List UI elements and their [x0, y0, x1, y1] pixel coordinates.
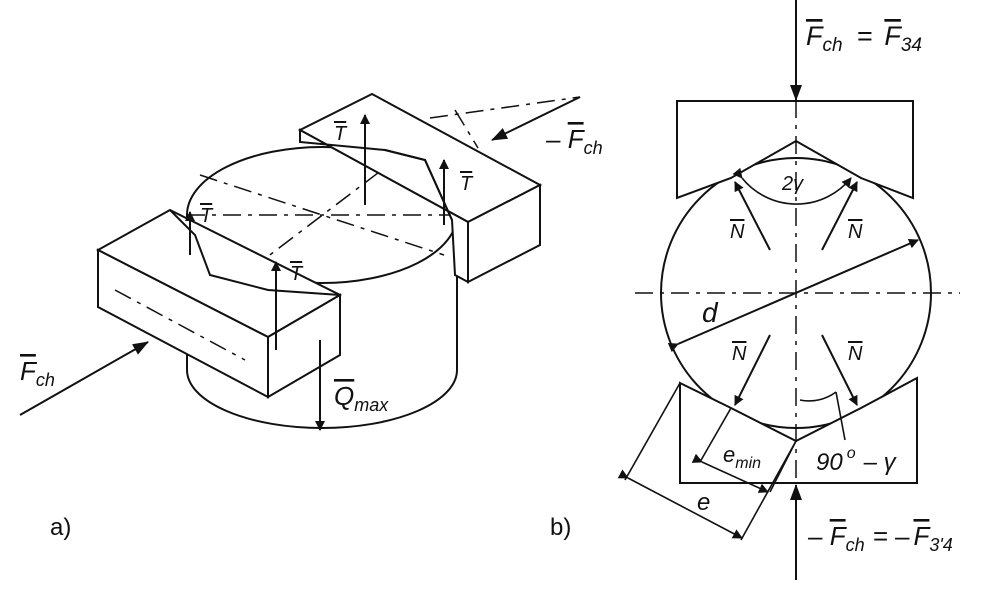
label-e-min: emin: [723, 442, 761, 472]
force-f-ch-in-arrow: [19, 341, 149, 416]
label-e: e: [697, 489, 710, 516]
label-diameter: d: [702, 297, 719, 328]
label-t-1: T: [334, 123, 348, 145]
force-f-ch-out-arrow: [491, 96, 581, 141]
caption-a: a): [50, 514, 71, 541]
caption-b: b): [550, 514, 571, 541]
diameter-line: [667, 238, 919, 353]
label-n-2: N: [848, 221, 863, 243]
label-t-4: T: [290, 263, 304, 285]
label-t-2: T: [460, 173, 474, 195]
label-n-1: N: [730, 221, 745, 243]
label-t-3: T: [200, 205, 214, 227]
label-top-force: Fch=F34: [806, 21, 922, 56]
e-dimension: [617, 469, 743, 539]
label-q-max: Qmax: [334, 381, 389, 415]
label-n-3: N: [732, 343, 747, 365]
label-f-ch-out: – Fch: [545, 124, 603, 158]
label-n-4: N: [848, 343, 863, 365]
normal-arrow-1: [734, 181, 771, 251]
right-v-block: [297, 92, 581, 284]
angle-90-arc: [799, 391, 837, 402]
e-min-dimension: [691, 453, 769, 493]
angle-2gamma-arc: [732, 167, 852, 205]
figure-a: Fch – Fch T T T T Qmax a): [19, 92, 603, 541]
normal-arrow-2: [821, 181, 858, 251]
label-bottom-force: – Fch= –F3'4: [807, 521, 953, 555]
label-angle-2gamma: 2γ: [781, 173, 804, 195]
left-v-block: [95, 208, 343, 399]
label-f-ch-in: Fch: [20, 356, 55, 390]
